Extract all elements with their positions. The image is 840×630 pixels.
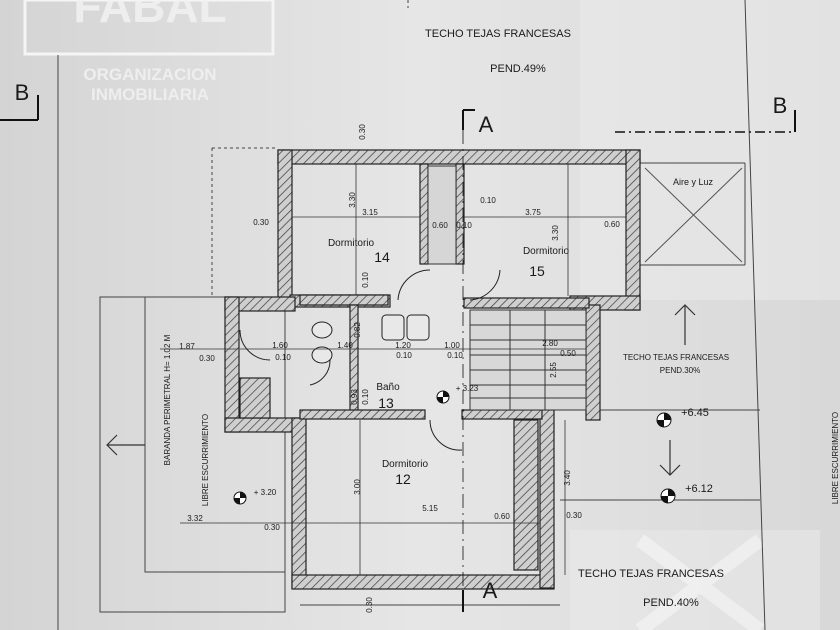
dim-100: 1.00 <box>444 341 460 350</box>
dim-010-c: 0.10 <box>361 272 370 288</box>
dim-010-b: 0.10 <box>456 221 472 230</box>
dim-010-e: 0.10 <box>396 351 412 360</box>
dim-060-b: 0.60 <box>432 221 448 230</box>
room-dorm15-number: 15 <box>529 263 545 279</box>
baranda-label: BARANDA PERIMETRAL H= 1.02 M <box>163 334 172 465</box>
svg-text:ORGANIZACION: ORGANIZACION <box>83 65 216 84</box>
libre-escurrimiento-right: LIBRE ESCURRIMIENTO <box>831 412 840 504</box>
libre-escurrimiento-left: LIBRE ESCURRIMIENTO <box>201 414 210 506</box>
dim-030-b: 0.30 <box>264 523 280 532</box>
roof-top-slope: PEND.49% <box>490 63 546 75</box>
room-bano13-number: 13 <box>378 395 394 411</box>
section-b-right: B <box>773 93 788 118</box>
dim-030-bot: 0.30 <box>365 597 374 613</box>
dim-515: 5.15 <box>422 504 438 513</box>
room-dorm14-number: 14 <box>374 249 390 265</box>
room-dorm12-name: Dormitorio <box>382 459 429 470</box>
dim-030-mid: 0.30 <box>199 354 215 363</box>
dim-330-a: 3.30 <box>348 192 357 208</box>
section-b-left: B <box>15 80 30 105</box>
dim-030-r: 0.30 <box>566 511 582 520</box>
aire-luz-label: Aire y Luz <box>673 177 714 187</box>
level-612: +6.12 <box>685 483 713 495</box>
dim-300: 3.00 <box>353 479 362 495</box>
dim-255: 2.55 <box>549 362 558 378</box>
svg-text:FABAL: FABAL <box>73 0 226 32</box>
section-lines <box>0 95 796 612</box>
room-bano13-name: Baño <box>376 382 400 393</box>
stairs <box>427 165 587 411</box>
level-323: + 3.23 <box>456 384 479 393</box>
roof-bottom-slope: PEND.40% <box>643 597 699 609</box>
dim-315: 3.15 <box>362 208 378 217</box>
dim-280: 2.80 <box>542 339 558 348</box>
walls <box>224 149 641 590</box>
level-320: + 3.20 <box>254 488 277 497</box>
dim-060-c: 0.60 <box>494 512 510 521</box>
dim-060-a: 0.60 <box>604 220 620 229</box>
dim-082: 0.82 <box>353 322 362 338</box>
room-dorm15-name: Dormitorio <box>523 246 570 257</box>
dimensions: 0.30 3.30 3.15 0.30 0.10 3.75 3.30 0.60 … <box>179 124 620 613</box>
dim-160: 1.60 <box>272 341 288 350</box>
dim-010-a: 0.10 <box>480 196 496 205</box>
room-dorm14-name: Dormitorio <box>328 238 375 249</box>
dim-010-d: 0.10 <box>275 353 291 362</box>
roof-top-title: TECHO TEJAS FRANCESAS <box>425 28 571 40</box>
watermark-mark-bottom <box>570 530 820 630</box>
section-a-top: A <box>479 112 494 137</box>
roof-bottom-title: TECHO TEJAS FRANCESAS <box>578 568 724 580</box>
dim-010-g: 0.10 <box>361 389 370 405</box>
dim-010-f: 0.10 <box>447 351 463 360</box>
dim-050: 0.50 <box>560 349 576 358</box>
aire-luz-patio <box>644 167 743 263</box>
dim-030-top: 0.30 <box>358 124 367 140</box>
watermark-logo: FABAL ORGANIZACION INMOBILIARIA <box>23 0 275 104</box>
dim-030-left: 0.30 <box>253 218 269 227</box>
section-a-bottom: A <box>483 578 498 603</box>
svg-text:INMOBILIARIA: INMOBILIARIA <box>91 85 209 104</box>
dim-120: 1.20 <box>395 341 411 350</box>
dim-332: 3.32 <box>187 514 203 523</box>
dim-330-b: 3.30 <box>551 225 560 241</box>
dim-375: 3.75 <box>525 208 541 217</box>
roof-right-slope: PEND.30% <box>660 366 700 375</box>
bathroom-fixtures <box>311 314 430 364</box>
dim-093: 0.93 <box>350 389 359 405</box>
doors <box>239 269 501 451</box>
roof-right-title: TECHO TEJAS FRANCESAS <box>623 353 729 362</box>
room-dorm12-number: 12 <box>395 471 411 487</box>
dim-187: 1.87 <box>179 342 195 351</box>
dim-340: 3.40 <box>563 470 572 486</box>
dimension-lines <box>160 164 626 575</box>
flow-arrows <box>106 304 696 476</box>
level-markers <box>233 390 676 505</box>
level-645: +6.45 <box>681 407 709 419</box>
dim-140: 1.40 <box>337 341 353 350</box>
